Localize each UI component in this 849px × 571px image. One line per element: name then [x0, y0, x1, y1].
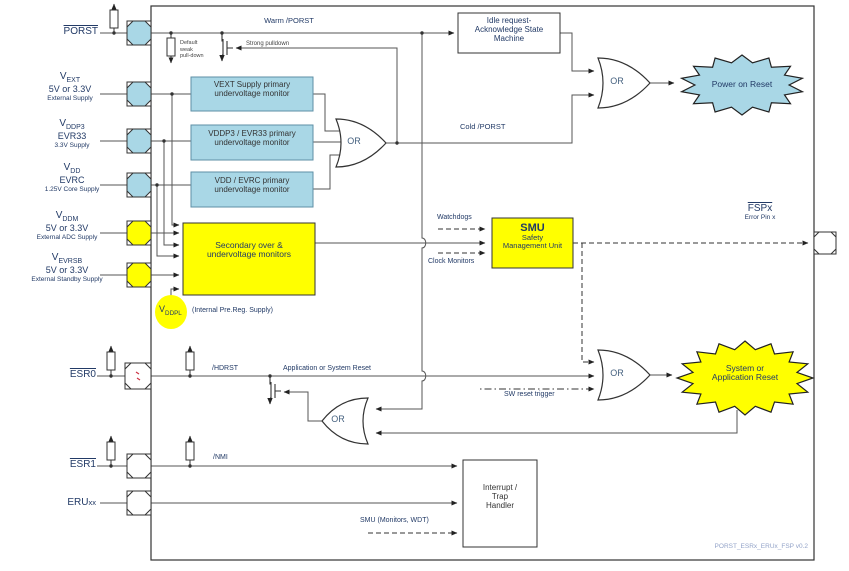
fspx-pin-label: FSPx Error Pin x	[744, 203, 776, 221]
clock-monitors-label: Clock Monitors	[428, 258, 475, 265]
secondary-monitors-box	[182, 222, 316, 296]
vext-monitor-label: VEXT Supply primary undervoltage monitor	[213, 80, 291, 98]
or-gate-system-reset	[597, 349, 651, 401]
system-application-reset-label: System or Application Reset	[711, 363, 779, 383]
or4-label: OR	[331, 414, 345, 424]
or-gates	[321, 57, 651, 445]
vext-pad	[126, 81, 152, 107]
pin-label-vevrsb: VEVRSB 5V or 3.3V External Standby Suppl…	[31, 252, 103, 283]
esr1-pad	[126, 453, 152, 479]
nmi-label: /NMI	[213, 454, 228, 461]
dashed-wires	[368, 226, 809, 536]
transistors	[219, 33, 281, 405]
porst-external-pullup-resistor	[109, 3, 119, 33]
porst-strong-pulldown-transistor	[219, 33, 233, 62]
porst-pin-label: PORST	[63, 26, 98, 37]
vext-primary-monitor-box	[190, 76, 314, 112]
or-gate-esr0-pulldown	[321, 397, 369, 445]
or-to-esr0-pulldown-wire	[283, 389, 322, 422]
pin-label-vext: VEXT 5V or 3.3V External Supply	[47, 71, 93, 102]
vdd-primary-monitor-box	[190, 171, 314, 208]
esr0-pulldown-transistor	[267, 376, 281, 405]
eruxx-pad	[126, 490, 152, 516]
vddp3-monitor-label: VDDP3 / EVR33 primary undervoltage monit…	[208, 129, 296, 147]
power-on-reset-label: Power on Reset	[711, 79, 773, 89]
vddpl-label: VDDPL	[159, 304, 182, 317]
fspx-pad	[813, 231, 837, 255]
sw-reset-trigger-label: SW reset trigger	[504, 391, 555, 398]
watchdogs-label: Watchdogs	[437, 214, 472, 221]
wires	[97, 30, 738, 506]
esr1-external-pullup-resistor	[106, 435, 116, 466]
pads	[124, 20, 837, 516]
smu-wdt-label: SMU (Monitors, WDT)	[360, 517, 429, 524]
junction-dots	[109, 31, 424, 468]
porst-pad	[126, 20, 152, 46]
pin-label-vddp3: VDDP3 EVR33 3.3V Supply	[54, 118, 90, 149]
warm-porst-label: Warm /PORST	[264, 16, 314, 25]
esr0-pad	[124, 362, 152, 390]
power-on-reset-burst	[679, 54, 805, 116]
esr0-internal-pullup-resistor	[185, 345, 195, 376]
vddpl-note-label: (Internal Pre.Reg. Supply)	[192, 307, 273, 314]
diagram-version-label: PORST_ESRx_ERUx_FSP v0.2	[714, 543, 808, 550]
resistors	[106, 3, 195, 466]
or1-label: OR	[347, 136, 361, 146]
esr0-pin-label: ESR0	[69, 369, 96, 380]
or-gate-primary-monitors	[335, 118, 387, 168]
pin-label-vdd: VDD EVRC 1.25V Core Supply	[44, 162, 100, 193]
interrupt-trap-handler-box	[462, 459, 538, 548]
cold-porst-label: Cold /PORST	[460, 122, 506, 131]
sysreset-feedback-wire	[375, 410, 738, 436]
eruxx-pin-label: ERUxx	[67, 497, 96, 508]
smu-label: SMU Safety Management Unit	[502, 222, 563, 251]
vddm-pad	[126, 220, 152, 246]
strong-pulldown-label: Strong pulldown	[246, 41, 290, 47]
strong-pulldown-wire	[235, 45, 398, 143]
vdd-pad	[126, 172, 152, 198]
idle-ack-state-machine-label: Idle request- Acknowledge State Machine	[474, 16, 544, 43]
vddp3-primary-monitor-box	[190, 124, 314, 161]
porst-weak-pulldown-resistor	[166, 33, 176, 64]
vddpl-supply-circle	[155, 295, 187, 329]
or3-label: OR	[610, 368, 624, 378]
smu-box	[491, 217, 574, 269]
hdrst-label: /HDRST	[212, 365, 239, 372]
system-application-reset-burst	[675, 340, 815, 416]
pin-label-vddm: VDDM 5V or 3.3V External ADC Supply	[36, 210, 98, 241]
vddp3-pad	[126, 128, 152, 154]
vdd-monitor-label: VDD / EVRC primary undervoltage monitor	[214, 176, 290, 194]
idle-to-or-wire	[560, 32, 595, 74]
blocks	[155, 12, 574, 548]
or2-label: OR	[610, 76, 624, 86]
smu-to-or-wire	[581, 243, 595, 365]
esr0-external-pullup-resistor	[106, 345, 116, 376]
vevrsb-pad	[126, 262, 152, 288]
cold-porst-wire	[386, 92, 595, 144]
idle-ack-state-machine-box	[457, 12, 561, 54]
esr1-pin-label: ESR1	[69, 459, 96, 470]
secondary-monitors-label: Secondary over & undervoltage monitors	[206, 240, 292, 260]
esr0-pad-marker	[135, 371, 141, 381]
warm-porst-branch	[375, 33, 427, 412]
weak-pulldown-label: Default weak pull-down	[180, 40, 204, 59]
interrupt-trap-handler-label: Interrupt / Trap Handler	[482, 483, 518, 510]
esr1-internal-pullup-resistor	[185, 435, 195, 466]
app-sys-reset-label: Application or System Reset	[283, 365, 371, 372]
or-gate-power-on-reset	[597, 57, 651, 109]
